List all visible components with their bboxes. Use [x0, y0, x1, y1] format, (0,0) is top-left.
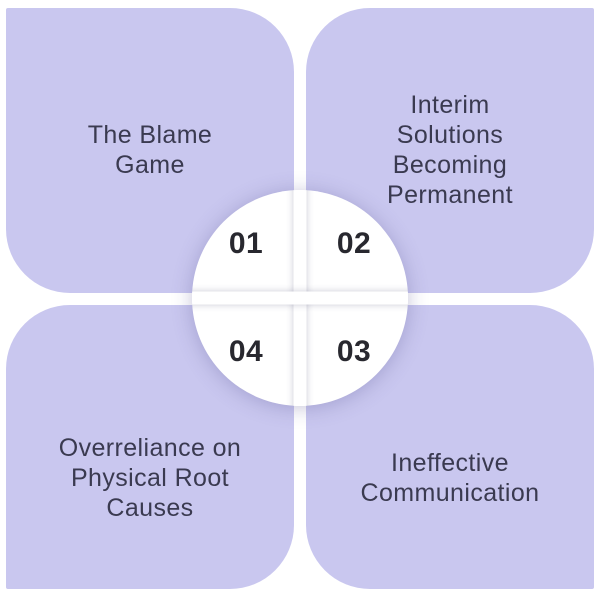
quadrant-3-label: Ineffective Communication: [360, 448, 540, 507]
quadrant-4-label: Overreliance on Physical Root Causes: [58, 433, 242, 522]
quadrant-2-label: Interim Solutions Becoming Permanent: [387, 91, 513, 210]
number-badge-03: 03: [336, 335, 372, 368]
center-circle: 01 02 03 04: [192, 190, 408, 406]
number-badge-01: 01: [228, 227, 264, 260]
number-badge-04: 04: [228, 335, 264, 368]
horizontal-divider: [192, 291, 408, 305]
quadrant-1-top-left: The Blame Game: [6, 8, 294, 293]
quadrant-1-label: The Blame Game: [87, 121, 213, 180]
number-badge-02: 02: [336, 227, 372, 260]
